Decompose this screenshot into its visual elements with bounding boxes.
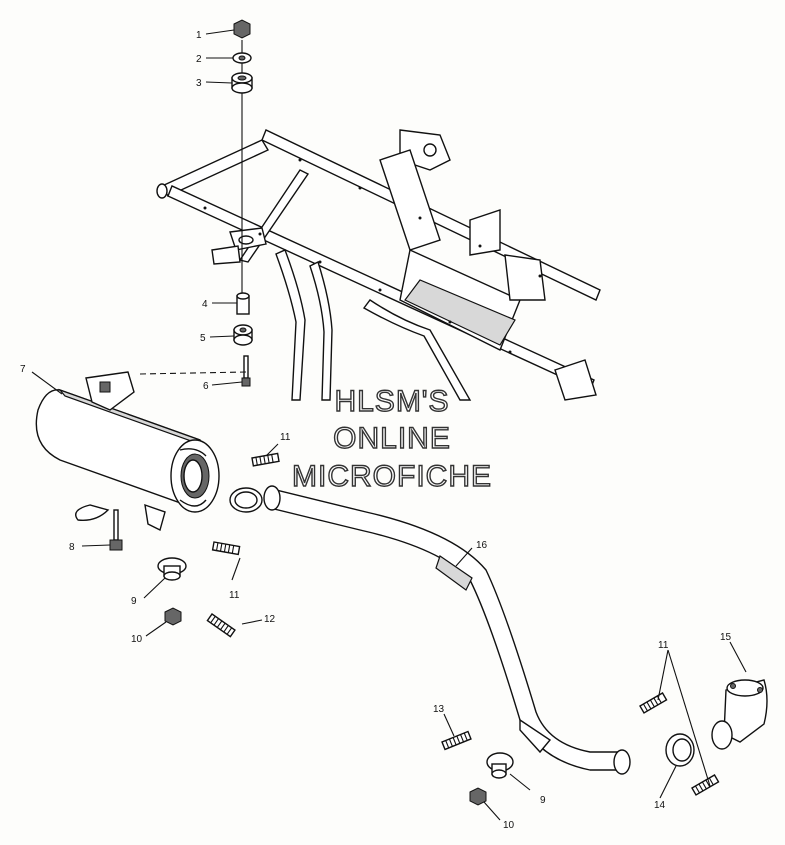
callout-8: 8 [69,542,75,553]
callout-16: 16 [476,540,488,551]
callout-11b: 11 [229,590,240,601]
plug-part-9-upper [157,557,187,581]
plug-part-9-lower [486,752,514,779]
bolt-part-6 [241,355,251,387]
nut-part-10-upper [164,607,182,626]
watermark: HLSM'S ONLINE MICROFICHE [291,384,492,493]
callout-15: 15 [720,632,732,643]
callout-10b: 10 [503,820,515,831]
leader-lines [31,29,747,821]
callout-13: 13 [433,704,445,715]
nut-part-10-lower [469,787,487,806]
callout-labels: 1 2 3 4 5 6 7 8 9 10 11 11 12 16 13 9 10… [20,30,732,831]
callout-11c: 11 [658,640,669,651]
watermark-line-2: ONLINE [333,422,451,455]
callout-4: 4 [202,299,208,310]
watermark-line-1: HLSM'S [334,385,449,418]
bolt-part-8 [109,509,123,551]
callout-11a: 11 [280,432,291,443]
frame-assembly [156,129,601,401]
nut-part-1 [233,19,251,39]
callout-6: 6 [203,381,209,392]
spring-part-11 [211,452,720,796]
callout-9b: 9 [540,795,546,806]
callout-2: 2 [196,54,202,65]
elbow-part-15 [711,679,768,750]
spring-part-12 [206,613,236,638]
spring-part-13 [441,730,472,751]
callout-5: 5 [200,333,206,344]
callout-1: 1 [196,30,202,41]
callout-14: 14 [654,800,666,811]
gasket-part-14 [665,733,695,767]
callout-7: 7 [20,364,26,375]
muffler-part-7 [35,371,220,532]
callout-9a: 9 [131,596,137,607]
mount-hardware [139,19,253,387]
callout-12: 12 [264,614,276,625]
watermark-line-3: MICROFICHE [292,460,492,493]
head-pipe-part-16 [263,485,631,775]
callout-10a: 10 [131,634,143,645]
callout-3: 3 [196,78,202,89]
